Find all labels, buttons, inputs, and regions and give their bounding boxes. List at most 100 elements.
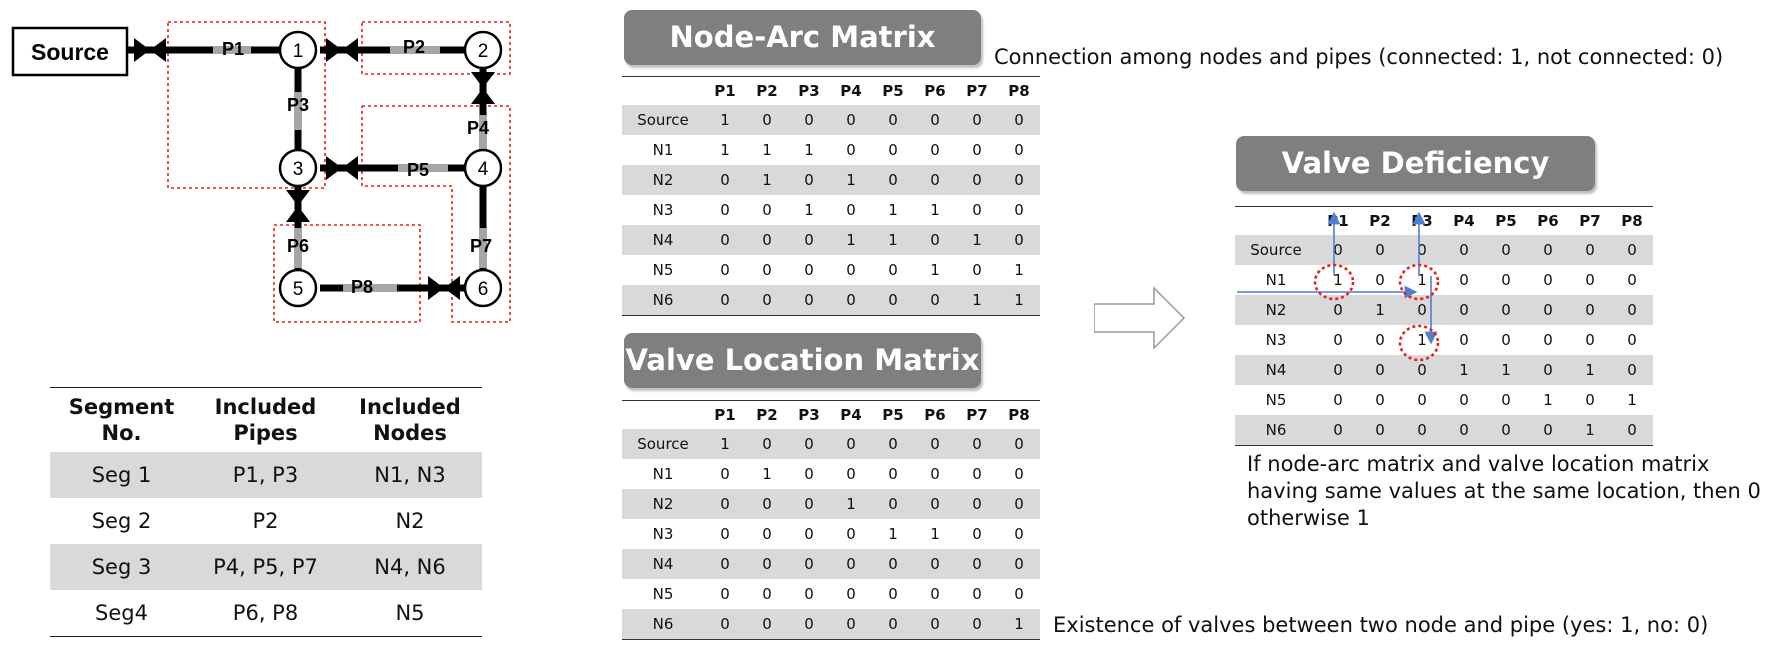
- node-6: [463, 268, 503, 308]
- matrix-cell: 1: [1569, 355, 1611, 385]
- matrix-cell: 1: [1485, 355, 1527, 385]
- matrix-cell: 0: [1501, 331, 1511, 349]
- matrix-cell: 0: [1585, 271, 1595, 289]
- matrix-cell: 0: [1569, 295, 1611, 325]
- matrix-cell: 1: [930, 201, 940, 219]
- matrix-cell: 0: [746, 225, 788, 255]
- matrix-cell: 0: [1485, 295, 1527, 325]
- matrix-cell: 0: [956, 429, 998, 459]
- matrix-cell: 0: [1627, 331, 1637, 349]
- matrix-row-label: N3: [652, 525, 674, 543]
- arrow-right-icon: [1094, 286, 1186, 350]
- matrix-cell: 0: [788, 489, 830, 519]
- matrix-cell: 1: [762, 465, 772, 483]
- matrix-column-header: P5: [872, 76, 914, 105]
- matrix-cell: 1: [704, 429, 746, 459]
- matrix-cell: 0: [1443, 235, 1485, 265]
- matrix-cell: 0: [1569, 235, 1611, 265]
- matrix-cell: 0: [830, 609, 872, 640]
- matrix-cell: 0: [1014, 585, 1024, 603]
- matrix-cell: 0: [846, 261, 856, 279]
- matrix-cell: 0: [1611, 235, 1653, 265]
- matrix-cell: 1: [1443, 355, 1485, 385]
- matrix-cell: 0: [1527, 235, 1569, 265]
- matrix-cell: 0: [888, 261, 898, 279]
- matrix-cell: 0: [956, 105, 998, 135]
- matrix-cell: 1: [1417, 331, 1427, 349]
- valve-icon: [286, 190, 310, 222]
- matrix-cell: 0: [704, 489, 746, 519]
- matrix-cell: 0: [788, 549, 830, 579]
- matrix-cell: 0: [998, 165, 1040, 195]
- matrix-cell: 0: [1359, 415, 1401, 446]
- valve-deficiency-title: Valve Deficiency Matrix: [1236, 136, 1595, 235]
- matrix-cell: 0: [1527, 295, 1569, 325]
- matrix-row-label: N3: [1265, 331, 1287, 349]
- matrix-column-header: P6: [914, 400, 956, 429]
- pipe-labels: P1 P2 P3 P4 P5 P6 P7 P8: [222, 37, 492, 297]
- matrix-row-label: N4: [622, 549, 704, 579]
- matrix-column-header: P7: [956, 400, 998, 429]
- matrix-cell: 0: [1317, 415, 1359, 446]
- segment-box-seg3: [361, 105, 511, 323]
- matrix-row-label: N5: [652, 585, 674, 603]
- matrix-cell: 0: [704, 549, 746, 579]
- matrix-cell: 0: [762, 201, 772, 219]
- matrix-column-header: P4: [830, 400, 872, 429]
- matrix-cell: 1: [998, 609, 1040, 640]
- matrix-cell: 0: [888, 141, 898, 159]
- matrix-column-header: P2: [746, 76, 788, 105]
- pipe-label-p2: P2: [403, 37, 425, 57]
- matrix-cell: 0: [972, 141, 982, 159]
- matrix-cell: 1: [998, 285, 1040, 316]
- matrix-cell: 0: [704, 165, 746, 195]
- matrix-cell: 0: [914, 549, 956, 579]
- matrix-cell: 0: [972, 585, 982, 603]
- matrix-cell: 1: [888, 201, 898, 219]
- pipe-label-p5: P5: [407, 160, 429, 180]
- matrix-cell: 1: [1417, 271, 1427, 289]
- matrix-cell: 0: [762, 525, 772, 543]
- matrix-column-header: P1: [1317, 206, 1359, 235]
- matrix-cell: 0: [1401, 235, 1443, 265]
- node-2: [463, 30, 503, 70]
- matrix-cell: 0: [1627, 271, 1637, 289]
- matrix-cell: 0: [1501, 271, 1511, 289]
- matrix-cell: 0: [1375, 391, 1385, 409]
- matrix-cell: 1: [762, 141, 772, 159]
- matrix-cell: 0: [888, 585, 898, 603]
- matrix-cell: 0: [1359, 235, 1401, 265]
- matrix-cell: 0: [1375, 271, 1385, 289]
- matrix-cell: 1: [830, 225, 872, 255]
- matrix-column-header: P3: [788, 400, 830, 429]
- matrix-cell: 0: [788, 429, 830, 459]
- node-3-label: 3: [293, 159, 304, 180]
- matrix-row-label: N2: [1235, 295, 1317, 325]
- matrix-cell: 0: [846, 525, 856, 543]
- valve-icon: [428, 276, 460, 300]
- matrix-cell: 0: [1014, 525, 1024, 543]
- matrix-cell: 0: [746, 549, 788, 579]
- matrix-cell: 0: [704, 285, 746, 316]
- matrix-cell: 1: [1014, 261, 1024, 279]
- matrix-corner: [622, 76, 704, 105]
- matrix-cell: 0: [704, 225, 746, 255]
- matrix-cell: 0: [1014, 201, 1024, 219]
- matrix-cell: 0: [762, 261, 772, 279]
- matrix-cell: 0: [1527, 415, 1569, 446]
- matrix-cell: 0: [1543, 271, 1553, 289]
- matrix-cell: 0: [704, 609, 746, 640]
- matrix-cell: 0: [746, 105, 788, 135]
- segment-box-seg5: [273, 224, 421, 323]
- matrix-cell: 0: [998, 429, 1040, 459]
